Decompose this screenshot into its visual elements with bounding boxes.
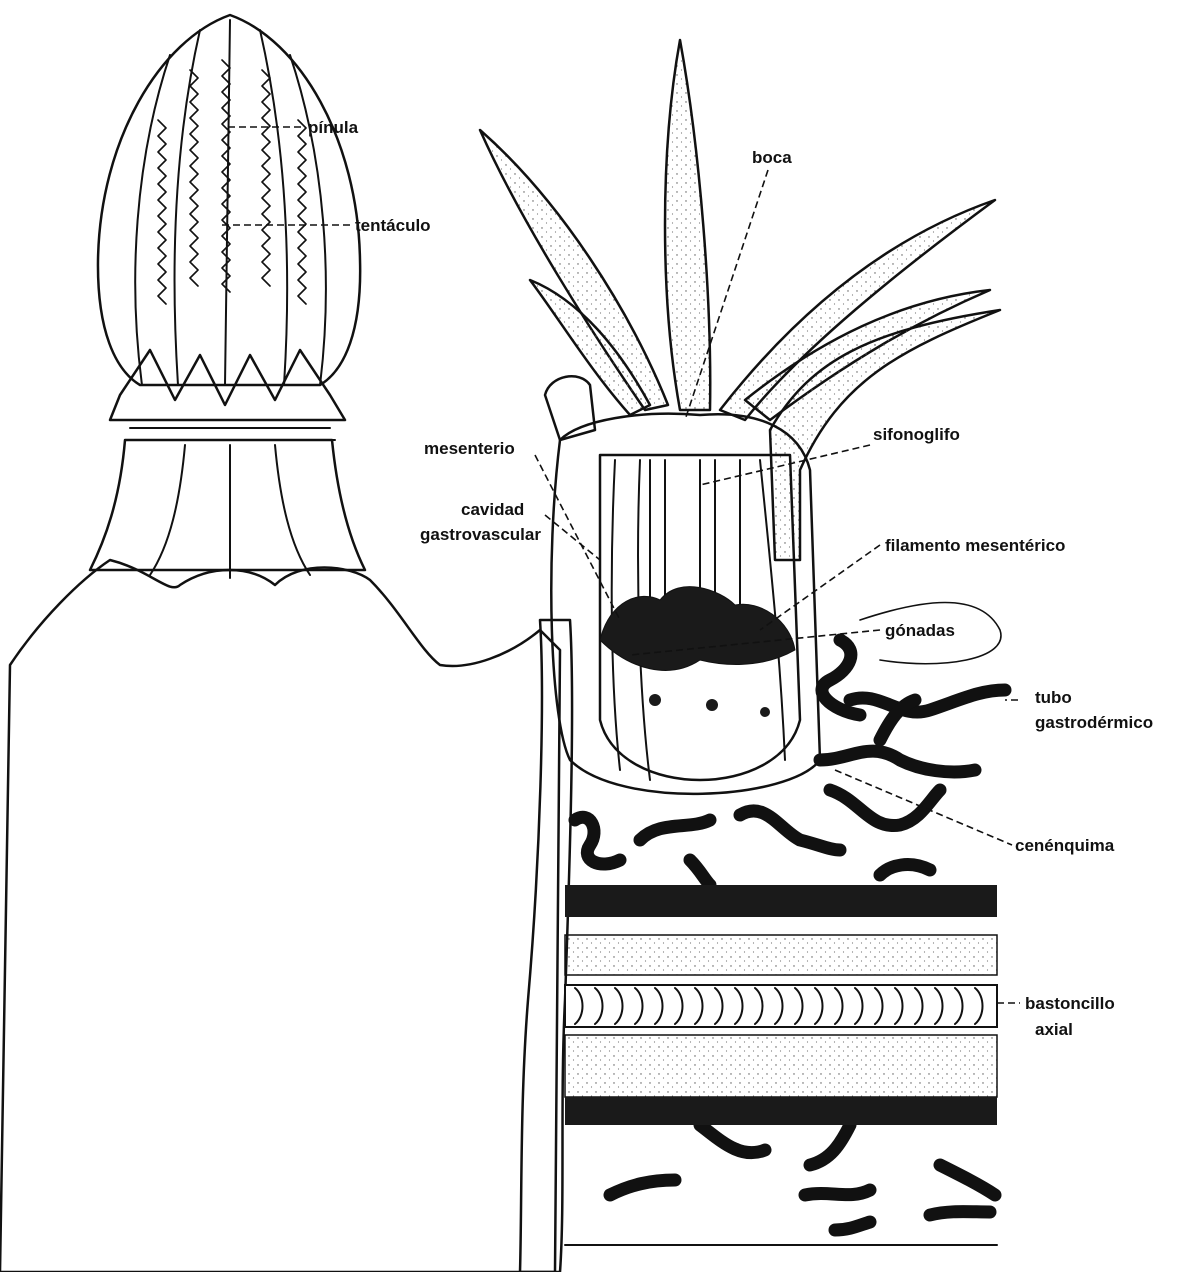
label-gonadas: gónadas xyxy=(885,621,955,640)
tentacle-ridges xyxy=(135,20,326,385)
label-gastrovascular: gastrovascular xyxy=(420,525,541,544)
polyp-neck xyxy=(90,440,365,570)
label-filamento-mesenterico: filamento mesentérico xyxy=(885,536,1065,555)
gonads xyxy=(600,587,795,671)
stipple-shadow xyxy=(0,1060,560,1272)
gonad-dot xyxy=(760,707,770,717)
label-tentaculo: tentáculo xyxy=(355,216,431,235)
label-pinula: pínula xyxy=(308,118,359,137)
mouth-bump xyxy=(545,376,595,440)
gonad-dot xyxy=(649,694,661,706)
label-cenenquima: cenénquima xyxy=(1015,836,1115,855)
neck-ribs xyxy=(125,428,335,578)
label-bastoncillo: bastoncillo xyxy=(1025,994,1115,1013)
label-gastrodermico: gastrodérmico xyxy=(1035,713,1153,732)
label-boca: boca xyxy=(752,148,792,167)
label-tubo: tubo xyxy=(1035,688,1072,707)
label-cavidad: cavidad xyxy=(461,500,524,519)
gonad-dot xyxy=(706,699,718,711)
label-mesenterio: mesenterio xyxy=(424,439,515,458)
label-axial: axial xyxy=(1035,1020,1073,1039)
label-sifonoglifo: sifonoglifo xyxy=(873,425,960,444)
